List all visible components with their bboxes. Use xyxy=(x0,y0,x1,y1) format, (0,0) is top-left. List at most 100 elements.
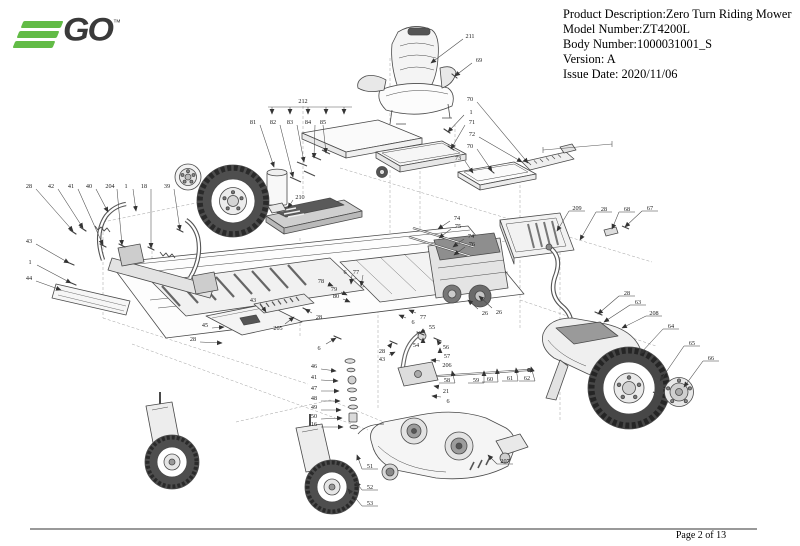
part-number-label: 81 xyxy=(250,119,256,126)
part-callout-45: 45 xyxy=(202,322,225,330)
part-number-label: 57 xyxy=(444,353,450,360)
part-callout-61: 61 xyxy=(502,367,520,382)
caster-wheel-right xyxy=(304,459,360,515)
product-info: Product Description:Zero Turn Riding Mow… xyxy=(563,7,792,81)
part-callout-6: 6 xyxy=(398,314,415,326)
part-callout-6: 6 xyxy=(343,269,354,285)
part-callout-28: 28 xyxy=(597,290,635,315)
part-number-label: 41 xyxy=(311,374,317,381)
part-number-label: 41 xyxy=(68,183,74,190)
hub-left-part xyxy=(174,163,202,191)
foot-panel-part xyxy=(205,303,303,336)
part-callout-51: 51 xyxy=(356,454,378,470)
logo-bar-top xyxy=(20,21,64,28)
version-line: Version: A xyxy=(563,51,616,66)
part-callout-26: 26 xyxy=(478,295,502,316)
part-number-label: 60 xyxy=(487,376,493,383)
part-number-label: 212 xyxy=(298,98,307,105)
part-number-label: 75 xyxy=(455,223,461,230)
part-number-label: 76 xyxy=(469,241,475,248)
mower-deck-part xyxy=(357,411,529,481)
part-callout-48: 48 xyxy=(311,395,341,404)
part-callout-39: 39 xyxy=(164,183,182,231)
part-callout-82: 82 xyxy=(270,119,295,178)
seat-part xyxy=(357,26,457,125)
part-number-label: 1 xyxy=(28,259,31,266)
part-number-label: 208 xyxy=(649,310,658,317)
part-callout-28: 28 xyxy=(579,206,612,241)
part-callout-58: 58 xyxy=(439,370,456,384)
part-number-label: 85 xyxy=(320,119,326,126)
part-callout-52: 52 xyxy=(355,481,378,491)
part-callout-211: 211 xyxy=(430,33,475,64)
part-callout-77: 77 xyxy=(408,309,426,321)
part-number-label: 77 xyxy=(420,314,426,321)
part-number-label: 28 xyxy=(601,206,607,213)
part-callout-59: 59 xyxy=(468,370,487,384)
part-number-label: 28 xyxy=(624,290,630,297)
part-callout-49: 49 xyxy=(311,404,342,413)
part-callout-66: 66 xyxy=(683,355,719,388)
part-callout-205: 205 xyxy=(273,316,295,332)
part-number-label: 206 xyxy=(442,362,451,369)
part-number-label: 61 xyxy=(507,375,513,382)
part-number-label: 53 xyxy=(367,500,373,507)
part-number-label: 42 xyxy=(48,183,54,190)
part-number-label: 16 xyxy=(311,421,317,428)
part-callout-18: 18 xyxy=(141,183,154,249)
part-number-label: 58 xyxy=(444,377,450,384)
seat-platform-part xyxy=(375,140,467,178)
part-callout-81: 81 xyxy=(250,119,275,168)
small-hardware-parts xyxy=(289,149,331,183)
part-number-label: 26 xyxy=(496,309,502,316)
part-callout-16: 16 xyxy=(311,421,344,430)
part-callout-41: 41 xyxy=(311,374,339,384)
part-number-label: 211 xyxy=(465,33,474,40)
part-number-label: 50 xyxy=(311,413,317,420)
product-description-line: Product Description:Zero Turn Riding Mow… xyxy=(563,7,792,21)
part-number-label: 45 xyxy=(202,322,208,329)
part-callout-206: 206 xyxy=(430,358,452,369)
part-number-label: 39 xyxy=(164,183,170,190)
part-number-label: 28 xyxy=(190,336,196,343)
part-callout-73: 73 xyxy=(455,155,474,174)
part-callout-1: 1 xyxy=(124,183,138,212)
part-number-label: 68 xyxy=(624,206,630,213)
part-number-label: 65 xyxy=(689,340,695,347)
part-callout-83: 83 xyxy=(287,119,306,163)
part-callout-28: 28 xyxy=(379,342,393,355)
battery-compartment-part xyxy=(499,212,575,265)
part-number-label: 66 xyxy=(708,355,714,362)
mount-rail-part xyxy=(521,143,577,171)
part-callout-65: 65 xyxy=(659,340,700,382)
part-number-label: 207 xyxy=(500,458,509,465)
part-number-label: 1 xyxy=(469,109,472,116)
part-callout-43: 43 xyxy=(250,297,267,313)
part-number-label: 55 xyxy=(429,324,435,331)
part-number-label: 77 xyxy=(353,269,359,276)
part-callout-80: 80 xyxy=(333,293,351,303)
steering-lever-assembly xyxy=(94,201,219,299)
part-number-label: 44 xyxy=(26,275,32,282)
caster-fork-right xyxy=(295,414,333,473)
part-callout-212: 212 xyxy=(298,98,307,105)
part-callout-70: 70 xyxy=(467,96,529,164)
caster-hardware-stack xyxy=(344,358,359,430)
issue-date-line: Issue Date: 2020/11/06 xyxy=(563,66,678,81)
part-callout-21: 21 xyxy=(433,384,449,395)
part-callout-28: 28 xyxy=(26,183,74,232)
part-callout-84: 84 xyxy=(305,119,317,159)
part-callout-41: 41 xyxy=(68,183,104,246)
part-number-label: 209 xyxy=(572,205,581,212)
tray-part xyxy=(457,161,537,191)
part-callout-43: 43 xyxy=(379,351,396,363)
deck-lift-lever xyxy=(397,331,439,387)
part-number-label: 51 xyxy=(367,463,373,470)
part-callout-74: 74 xyxy=(437,215,460,230)
part-callout-76: 76 xyxy=(453,241,475,256)
toothed-rail-part xyxy=(253,293,315,314)
part-callout-42: 42 xyxy=(48,183,84,229)
part-callout-1: 1 xyxy=(28,259,72,284)
logo-bar-bottom xyxy=(12,41,56,48)
